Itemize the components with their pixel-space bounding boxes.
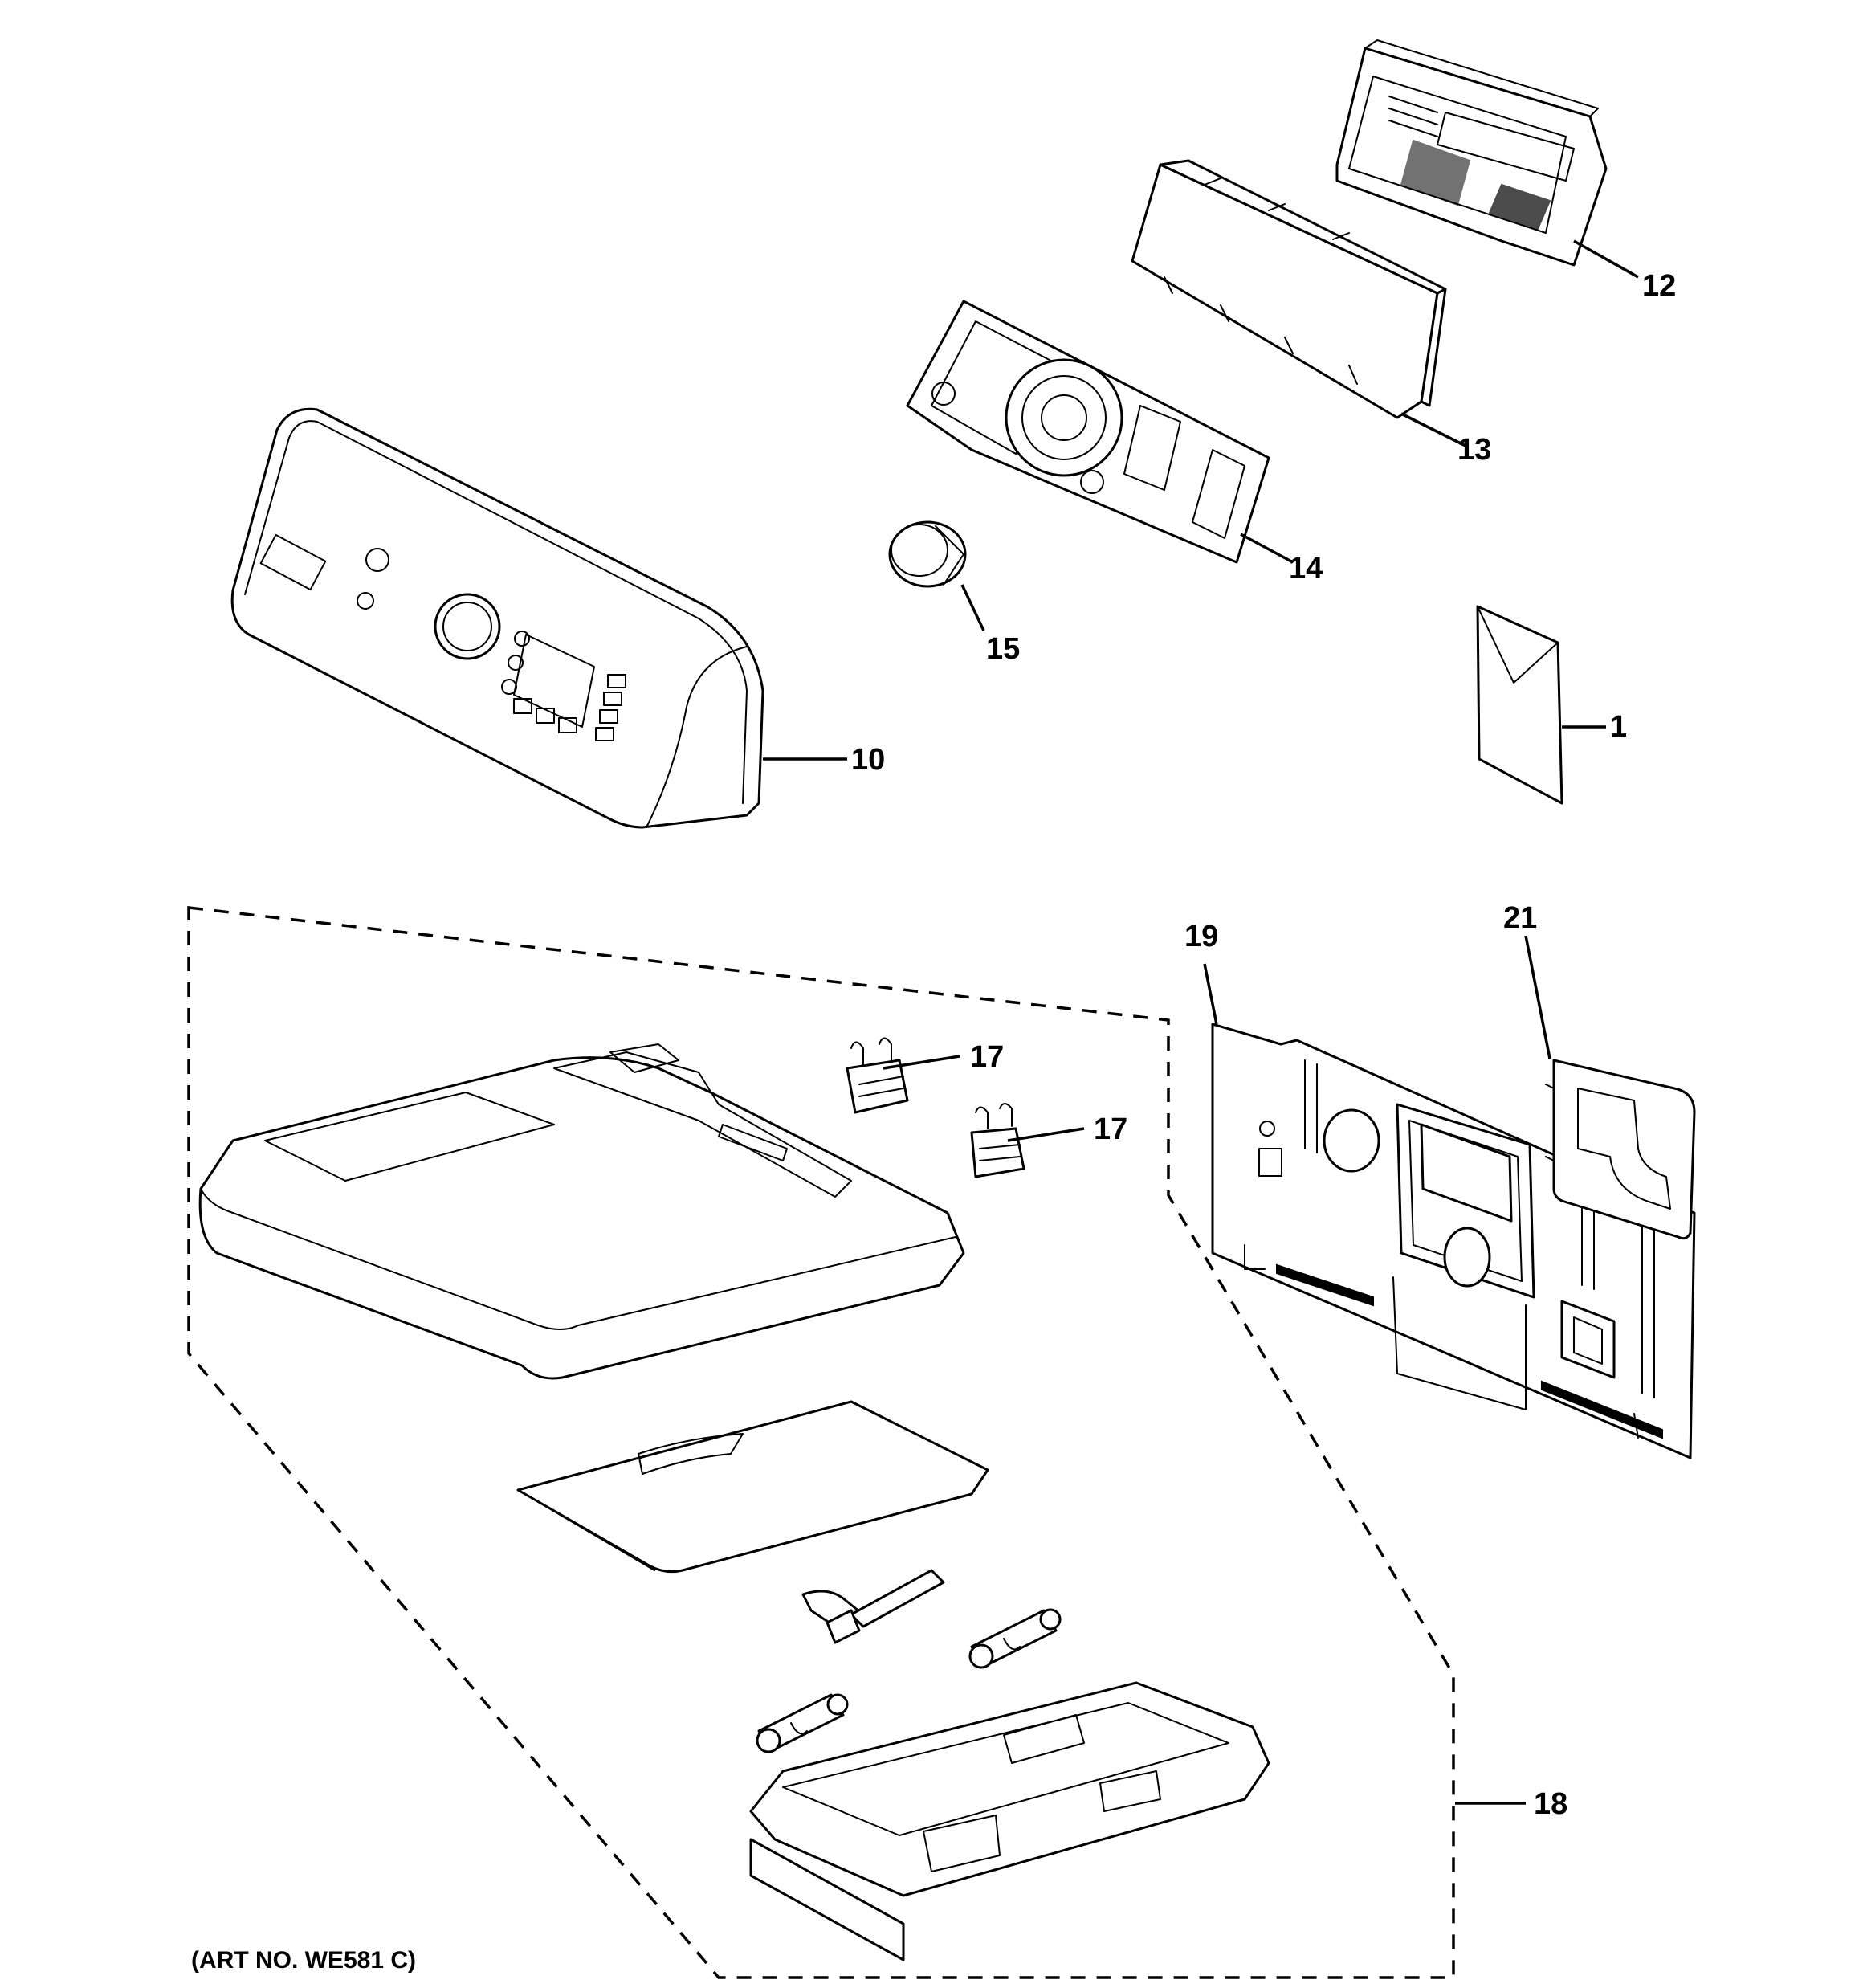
part-14-ui-board[interactable] [906,300,1270,564]
part-10-backsplash[interactable] [230,407,764,829]
part-15-knob[interactable] [888,520,967,588]
lid-assembly-top[interactable] [198,1043,965,1380]
hinge-clip-center[interactable] [801,1569,945,1644]
part-12-control-cover[interactable] [1335,39,1608,267]
part-21-cover-plate[interactable] [1545,1059,1696,1240]
part-19-rear-panel[interactable] [1211,1023,1696,1459]
assembly-18-boundary [187,906,1455,1979]
leader-lines [763,239,1639,1805]
callout-21: 21 [1503,901,1537,935]
callout-1: 1 [1610,710,1627,744]
callout-15: 15 [986,632,1020,666]
part-1-literature-envelope[interactable] [1476,605,1563,805]
callout-12: 12 [1642,269,1676,303]
hinge-right[interactable] [968,1608,1062,1669]
callout-17b: 17 [1094,1112,1127,1146]
lid-door-panel[interactable] [516,1400,989,1574]
art-number: (ART NO. WE581 C) [191,1947,416,1974]
callout-18: 18 [1534,1787,1567,1821]
part-13-board-housing[interactable] [1131,159,1447,419]
callout-14: 14 [1289,552,1323,586]
callout-10: 10 [851,743,885,777]
callout-13: 13 [1457,433,1491,467]
lid-bottom-tray[interactable] [749,1681,1270,1961]
callout-19: 19 [1184,920,1218,953]
callout-17a: 17 [970,1040,1004,1074]
part-17-hinge-bracket-a[interactable] [846,1037,909,1114]
hinge-left[interactable] [756,1693,849,1753]
